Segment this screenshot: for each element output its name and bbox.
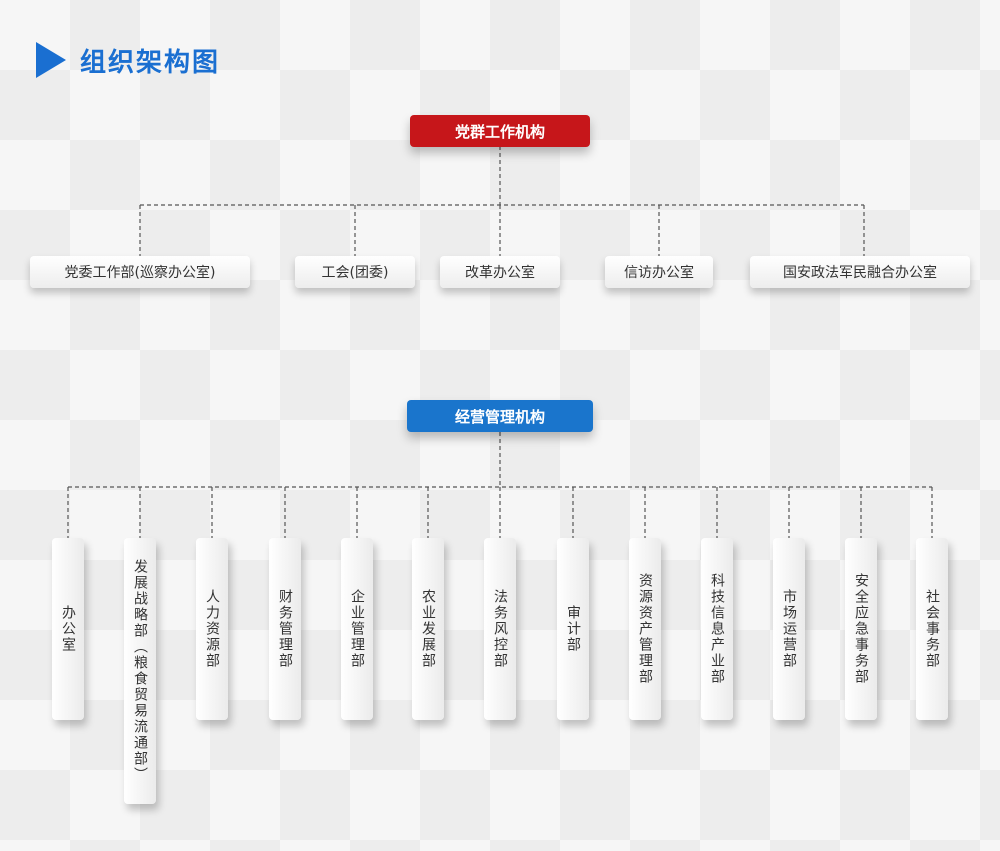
- play-arrow-icon: [36, 42, 66, 78]
- business-unit-box: 审计部: [557, 538, 589, 720]
- party-unit-box: 工会(团委): [295, 256, 415, 288]
- business-head-box: 经营管理机构: [407, 400, 593, 432]
- business-unit-box: 市场运营部: [773, 538, 805, 720]
- business-unit-box: 社会事务部: [916, 538, 948, 720]
- party-unit-box: 信访办公室: [605, 256, 713, 288]
- business-unit-box: 办公室: [52, 538, 84, 720]
- page-title: 组织架构图: [36, 40, 220, 80]
- business-unit-box: 法务风控部: [484, 538, 516, 720]
- party-unit-box: 改革办公室: [440, 256, 560, 288]
- business-unit-box: 资源资产管理部: [629, 538, 661, 720]
- business-unit-box: 科技信息产业部: [701, 538, 733, 720]
- business-unit-box: 企业管理部: [341, 538, 373, 720]
- party-head-box: 党群工作机构: [410, 115, 590, 147]
- business-unit-box: 发展战略部（粮食贸易流通部）: [124, 538, 156, 804]
- page-title-text: 组织架构图: [80, 47, 221, 78]
- party-unit-box: 国安政法军民融合办公室: [750, 256, 970, 288]
- business-unit-box: 农业发展部: [412, 538, 444, 720]
- business-unit-box: 安全应急事务部: [845, 538, 877, 720]
- business-unit-box: 财务管理部: [269, 538, 301, 720]
- business-unit-box: 人力资源部: [196, 538, 228, 720]
- party-unit-box: 党委工作部(巡察办公室): [30, 256, 250, 288]
